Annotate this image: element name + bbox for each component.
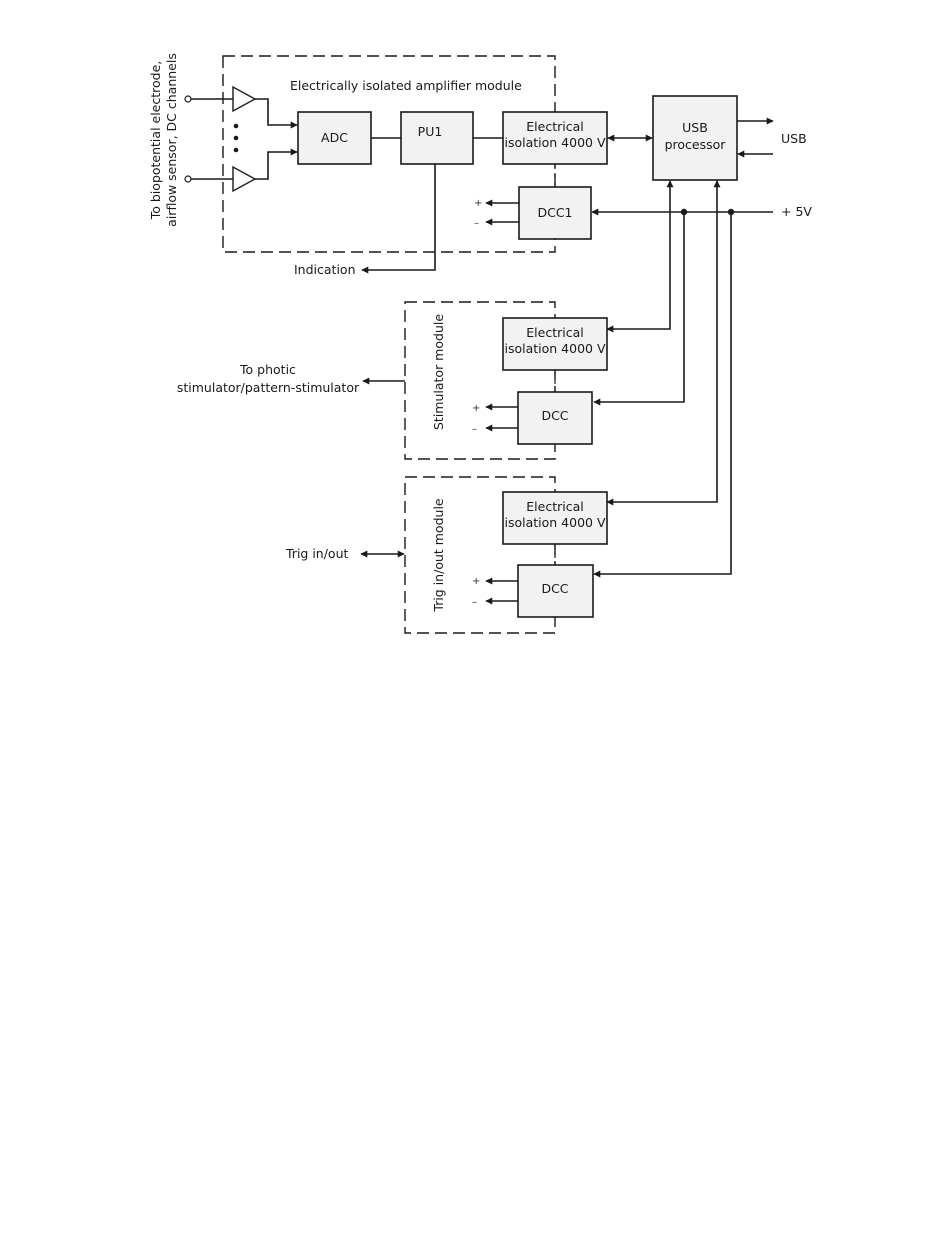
isolation-2-label-line2: isolation 4000 V — [504, 341, 605, 356]
ellipsis-dot — [233, 147, 239, 153]
stimulator-module-title: Stimulator module — [431, 314, 446, 430]
isolation-block-3 — [502, 491, 608, 545]
photic-label-line1: To photic — [239, 362, 296, 377]
dcc1-label: DCC1 — [537, 205, 572, 220]
dcc-block-3 — [517, 564, 594, 618]
dcc-block-2 — [517, 391, 593, 445]
input-label-line1: To biopotential electrode, — [148, 61, 163, 221]
isolation-1-label-line1: Electrical — [526, 119, 583, 134]
isolation-1-label-line2: isolation 4000 V — [504, 135, 605, 150]
dcc3-plus: + — [472, 576, 480, 587]
isolation-block-2 — [502, 317, 608, 371]
trig-label: Trig in/out — [285, 546, 348, 561]
trig-module-title: Trig in/out module — [431, 498, 446, 613]
ellipsis-dot — [233, 123, 239, 129]
usb-processor-label-line2: processor — [665, 137, 727, 152]
usb-processor-block — [652, 95, 738, 181]
usb-processor-label-line1: USB — [682, 120, 708, 135]
amplifier-icon-1 — [232, 85, 257, 113]
pu1-label: PU1 — [418, 124, 443, 139]
input-terminal-1 — [184, 95, 192, 103]
dcc2-minus: – — [472, 424, 477, 435]
input-terminal-2 — [184, 175, 192, 183]
dcc-2-label: DCC — [541, 408, 568, 423]
isolation-block-1 — [502, 111, 608, 165]
stimulator-module-boundary — [404, 301, 556, 460]
isolation-3-label-line1: Electrical — [526, 499, 583, 514]
ellipsis-dot — [233, 135, 239, 141]
power-label: + 5V — [781, 204, 812, 219]
amplifier-module-boundary — [222, 55, 556, 253]
input-label-line2: airflow sensor, DC channels — [164, 53, 179, 227]
pu1-block — [400, 111, 474, 165]
dcc-3-label: DCC — [541, 581, 568, 596]
amplifier-icon-2 — [232, 165, 257, 193]
dcc1-plus: + — [474, 198, 482, 209]
dcc1-minus: – — [474, 218, 479, 229]
dcc1-block — [518, 186, 592, 240]
adc-block — [297, 111, 372, 165]
indication-label: Indication — [294, 262, 356, 277]
isolation-3-label-line2: isolation 4000 V — [504, 515, 605, 530]
adc-label: ADC — [321, 130, 348, 145]
amplifier-module-title: Electrically isolated amplifier module — [290, 78, 522, 93]
dcc2-plus: + — [472, 403, 480, 414]
dcc3-minus: – — [472, 597, 477, 608]
isolation-2-label-line1: Electrical — [526, 325, 583, 340]
photic-label-line2: stimulator/pattern-stimulator — [177, 380, 360, 395]
usb-label: USB — [781, 131, 807, 146]
